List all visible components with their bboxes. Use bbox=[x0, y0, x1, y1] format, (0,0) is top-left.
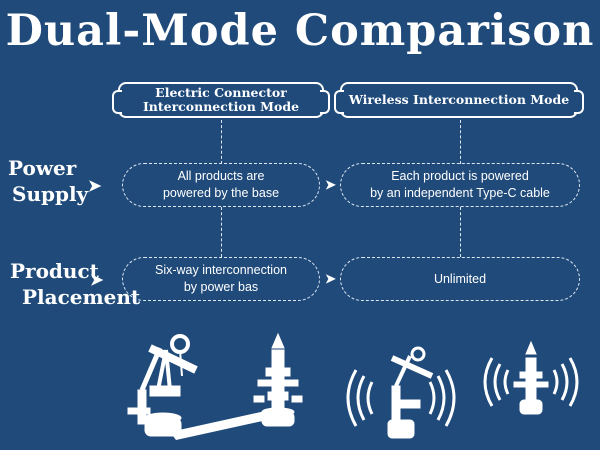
wireless-pumpjack-icon bbox=[387, 346, 434, 439]
row-label-product-placement: Product Placement bbox=[8, 258, 140, 310]
wellhead-icon bbox=[253, 332, 303, 427]
cell-power-electric: All products are powered by the base bbox=[122, 163, 320, 207]
cable-connector bbox=[170, 410, 276, 440]
row-label-power-line2: Supply bbox=[12, 182, 89, 206]
cell-power-wireless-line2: by an independent Type-C cable bbox=[370, 186, 550, 200]
row-label-power-supply: Power Supply bbox=[8, 155, 88, 207]
column-header-electric: Electric Connector Interconnection Mode bbox=[112, 82, 330, 118]
wireless-wellhead-icon bbox=[513, 340, 549, 415]
product-illustrations bbox=[127, 332, 579, 440]
cell-power-wireless-line1: Each product is powered bbox=[391, 169, 529, 183]
column-header-electric-line1: Electric Connector bbox=[155, 85, 287, 100]
row-label-placement-line1: Product bbox=[10, 259, 99, 283]
cell-placement-electric-line1: Six-way interconnection bbox=[154, 263, 287, 277]
cell-placement-wireless-line1: Unlimited bbox=[433, 271, 487, 286]
cell-power-wireless: Each product is powered by an independen… bbox=[340, 163, 580, 207]
chevron-right-icon: ➤ bbox=[88, 178, 102, 195]
connector-line-left-2 bbox=[221, 207, 222, 257]
cell-placement-wireless: Unlimited bbox=[340, 257, 580, 301]
cell-placement-electric-line2: by power bas bbox=[183, 280, 259, 294]
pumpjack-icon bbox=[127, 334, 198, 437]
cell-placement-electric: Six-way interconnection by power bas bbox=[122, 257, 320, 301]
column-header-wireless: Wireless Interconnection Mode bbox=[334, 82, 584, 118]
wifi-signal-icon bbox=[346, 369, 456, 427]
cell-power-electric-line1: All products are bbox=[177, 169, 265, 183]
column-header-electric-line2: Interconnection Mode bbox=[142, 99, 300, 114]
column-header-wireless-label: Wireless Interconnection Mode bbox=[348, 92, 570, 107]
row-label-placement-line2: Placement bbox=[22, 285, 141, 309]
page-title: Dual-Mode Comparison bbox=[5, 6, 595, 56]
cell-power-electric-line2: powered by the base bbox=[162, 186, 280, 200]
chevron-right-icon: ➤ bbox=[325, 271, 336, 286]
connector-line-left-1 bbox=[221, 120, 222, 164]
connector-line-right-1 bbox=[460, 120, 461, 164]
row-label-power-line1: Power bbox=[8, 156, 77, 180]
wifi-signal-icon bbox=[483, 357, 579, 407]
chevron-right-icon: ➤ bbox=[90, 272, 104, 289]
connector-line-right-2 bbox=[460, 207, 461, 257]
chevron-right-icon: ➤ bbox=[325, 177, 336, 192]
